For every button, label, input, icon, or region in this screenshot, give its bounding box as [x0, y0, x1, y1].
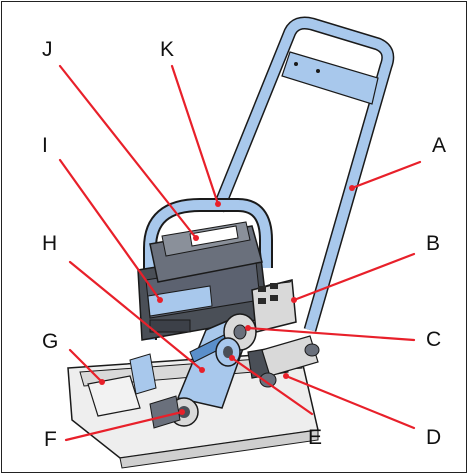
label-e: E — [308, 426, 322, 449]
leader-line-e — [230, 356, 314, 416]
lift-handle-bar — [143, 198, 273, 340]
leader-dots — [99, 185, 355, 415]
operator-handle — [211, 16, 395, 332]
control-box — [251, 279, 297, 333]
leader-line-i — [58, 158, 162, 302]
leader-line-c — [246, 326, 416, 342]
leader-line-j — [58, 64, 198, 240]
label-g: G — [42, 330, 58, 353]
leader-line-f — [64, 410, 184, 442]
label-c: C — [426, 328, 441, 351]
label-b: B — [426, 232, 440, 255]
leader-lines — [58, 64, 422, 442]
leader-line-g — [68, 348, 104, 384]
label-a: A — [432, 134, 446, 157]
label-h: H — [42, 232, 57, 255]
label-f: F — [44, 428, 57, 451]
label-i: I — [42, 134, 48, 157]
leader-line-d — [284, 374, 416, 430]
leader-line-b — [292, 252, 416, 302]
leader-line-h — [68, 260, 204, 372]
leader-line-k — [170, 64, 220, 206]
front-guard — [87, 353, 157, 417]
battery-pack — [149, 221, 263, 283]
leader-line-a — [350, 160, 422, 190]
label-j: J — [42, 38, 53, 61]
rear-mount — [259, 335, 320, 388]
label-d: D — [426, 426, 441, 449]
label-k: K — [160, 38, 174, 61]
